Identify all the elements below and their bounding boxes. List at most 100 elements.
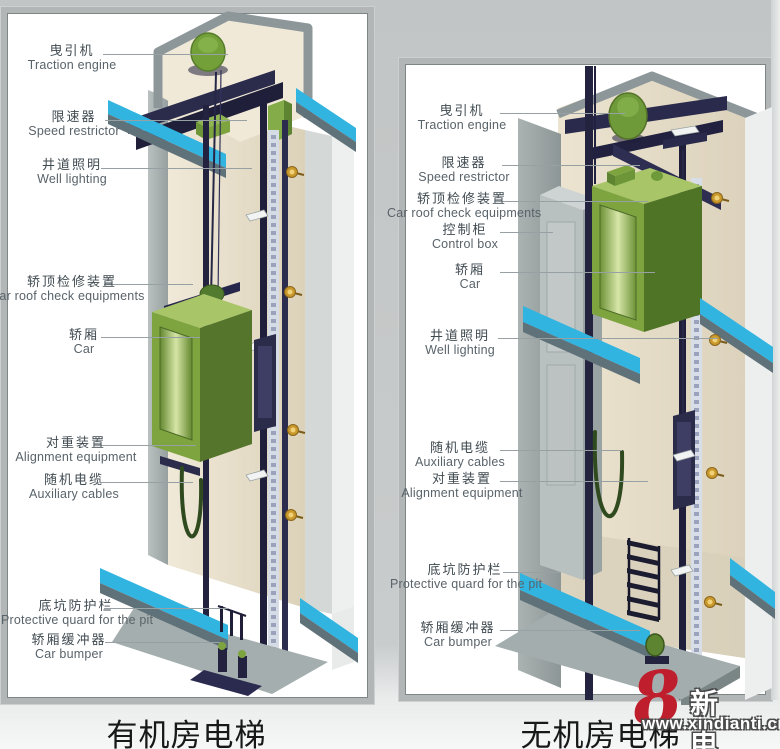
part-label-zh: 轿厢缓冲器	[420, 620, 496, 635]
leader-line	[503, 572, 560, 573]
part-label-zh: 限速器	[51, 109, 97, 124]
leader-line	[500, 481, 648, 482]
elevator-car	[592, 165, 702, 332]
part-label-zh: 对重装置	[45, 435, 106, 450]
pit-slab	[100, 568, 228, 640]
elevator-car	[152, 282, 252, 476]
part-label-en: ar roof check equipments	[0, 289, 145, 303]
machine-floor-slab	[108, 88, 356, 178]
part-label-en: Car bumper	[35, 647, 103, 661]
elevator-diagram-machine-room	[100, 11, 358, 696]
part-label-zh: 轿厢	[68, 327, 99, 342]
machine-beam	[128, 70, 275, 134]
caption-machine-room-elevator: 有机房电梯	[106, 718, 267, 749]
pit	[495, 538, 775, 705]
part-label-en: Alignment equipment	[15, 450, 137, 464]
part-label-en: Car roof check equipments	[387, 206, 542, 220]
part-label-zh: 轿厢缓冲器	[31, 632, 107, 647]
leader-line	[101, 445, 196, 446]
part-label-en: Alignment equipment	[401, 486, 523, 500]
part-label-zh: 随机电缆	[43, 472, 104, 487]
leader-line	[500, 232, 553, 233]
part-label-en: Protective quard for the pit	[390, 577, 543, 591]
elevator-diagram-mrl	[495, 66, 775, 705]
hoist-cable	[210, 71, 217, 299]
part-label-zh: 曳引机	[49, 43, 95, 58]
part-label-en: Car	[459, 277, 481, 291]
pit	[100, 568, 358, 696]
leader-line	[502, 165, 640, 166]
part-label-zh: 轿顶检修装置	[416, 191, 507, 206]
leader-line	[498, 338, 718, 339]
leader-line	[101, 337, 200, 338]
pit-slab	[520, 573, 650, 648]
landing-slab	[523, 298, 773, 384]
part-label-en: Control box	[431, 237, 499, 251]
rail-brackets	[670, 449, 696, 577]
part-label-zh: 井道照明	[41, 157, 102, 172]
leader-line	[101, 168, 252, 169]
part-label-en: Protective quard for the pit	[1, 613, 154, 627]
watermark-url: www.xindianti.cn	[642, 714, 780, 733]
car-buffer	[238, 656, 247, 678]
car-door	[159, 326, 193, 441]
well-lamps	[704, 192, 730, 608]
part-label-zh: 随机电缆	[429, 440, 490, 455]
leader-line	[500, 272, 655, 273]
watermark-brand: 新电梯	[690, 688, 726, 749]
part-label-en: Well lighting	[425, 343, 495, 357]
part-label-zh: 对重装置	[431, 471, 492, 486]
counterweight	[254, 334, 276, 432]
part-label-en: Speed restrictor	[28, 124, 120, 138]
leader-line	[500, 450, 622, 451]
car-top-equipment	[607, 165, 635, 176]
car-buffer	[218, 648, 227, 672]
leader-line	[103, 54, 228, 55]
leader-line	[502, 201, 648, 202]
leader-line	[105, 642, 220, 643]
counterweight	[673, 410, 695, 510]
part-label-zh: 底坑防护栏	[427, 562, 503, 577]
car-door	[599, 204, 637, 321]
part-label-en: Auxiliary cables	[414, 455, 506, 469]
pit-pulley	[645, 633, 665, 657]
leader-line	[105, 120, 247, 121]
caption-mrl-elevator: 无机房电梯	[520, 718, 681, 749]
part-label-en: Speed restrictor	[418, 170, 510, 184]
part-label-en: Car	[73, 342, 95, 356]
leader-line	[100, 482, 193, 483]
part-label-zh: 底坑防护栏	[38, 598, 114, 613]
part-label-zh: 轿顶检修装置	[26, 274, 117, 289]
part-label-en: Auxiliary cables	[28, 487, 120, 501]
leader-line	[500, 113, 625, 114]
page-edge-highlight	[771, 0, 780, 700]
part-label-en: Car bumper	[424, 635, 492, 649]
part-label-zh: 限速器	[441, 155, 487, 170]
leader-line	[500, 630, 640, 631]
part-label-zh: 控制柜	[442, 222, 488, 237]
pit-guard-ladder	[627, 538, 661, 622]
leader-line	[104, 608, 228, 609]
part-label-zh: 曳引机	[439, 103, 485, 118]
leader-line	[104, 284, 193, 285]
part-label-en: Traction engine	[27, 58, 117, 72]
part-label-en: Well lighting	[37, 172, 107, 186]
